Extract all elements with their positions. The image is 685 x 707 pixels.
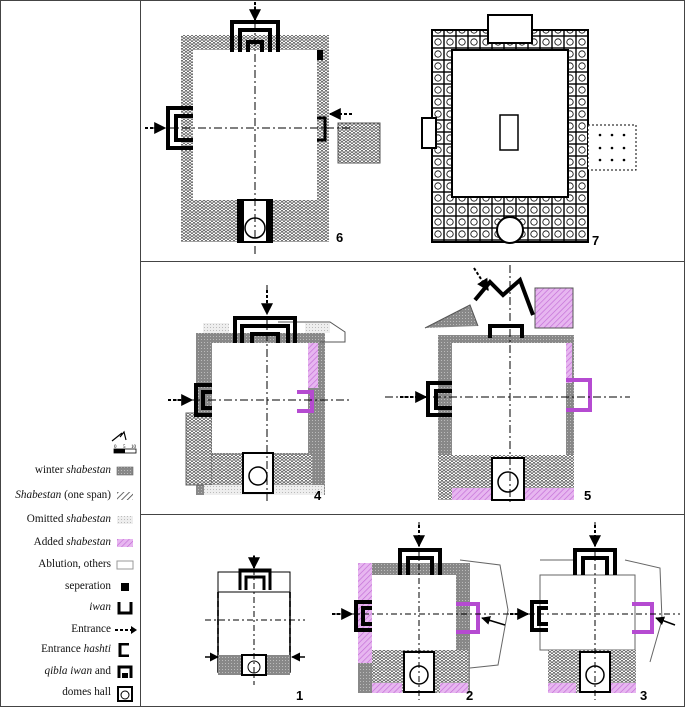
plan-3 [510,522,680,700]
plan-5-label: 5 [584,488,591,503]
legend-swatch-qibla [115,665,135,679]
plan-3-label: 3 [640,688,647,703]
legend-item-added: Added shabestan [4,534,139,552]
legend-label: Shabestan (one span) [15,489,111,501]
plan-7 [421,14,637,244]
legend-label: Entrance [71,623,111,635]
legend-item-separation: seperation [4,578,139,596]
legend-item-ablution: Ablution, others [4,556,139,574]
legend-label: qibla iwan and [44,665,111,677]
legend-label: iwan [89,601,111,613]
legend-label: winter shabestan [34,464,111,476]
legend-swatch-hashti [115,643,135,657]
plan-2 [332,522,510,700]
legend-label: Ablution, others [38,558,111,570]
scale-tick-0: 0 [114,445,117,450]
scale-bar: 0 5 10 [113,445,137,454]
plan-6 [145,2,381,255]
plan-7-label: 7 [592,233,599,248]
scale-tick-10: 10 [131,445,137,450]
legend-item-qibla: qibla iwan and [4,663,139,681]
legend-swatch-oneSpan [115,489,135,503]
plan-4-label: 4 [314,488,322,503]
legend-item-winter: winter shabestan [4,462,139,480]
plan-6-label: 6 [336,230,343,245]
legend-item-omitted: Omitted shabestan [4,511,139,529]
legend-label: Added shabestan [33,536,111,548]
legend-item-domes: domes hall [4,684,139,702]
legend-swatch-winter [115,464,135,478]
legend-label: Omitted shabestan [26,513,111,525]
legend-swatch-domes [115,686,135,702]
legend-item-entrance: Entrance [4,621,139,639]
legend-item-iwan: iwan [4,599,139,617]
legend-item-oneSpan: Shabestan (one span) [4,487,139,505]
plan-1 [205,555,305,685]
legend-swatch-omitted [115,513,135,527]
legend-label: seperation [65,580,111,592]
north-arrow-icon [111,430,127,442]
legend-item-hashti: Entrance hashti [4,641,139,659]
plan-2-label: 2 [466,688,473,703]
legend-swatch-entrance [115,623,137,637]
legend-swatch-separation [115,580,135,594]
legend-label: Entrance hashti [41,643,111,655]
plan-4 [168,285,350,502]
plan-1-label: 1 [296,688,303,703]
legend-swatch-iwan [115,601,135,615]
legend-label: domes hall [62,686,111,698]
plan-5 [385,265,630,505]
legend-swatch-ablution [115,558,135,572]
scale-tick-5: 5 [123,445,126,450]
legend-swatch-added [115,536,135,550]
